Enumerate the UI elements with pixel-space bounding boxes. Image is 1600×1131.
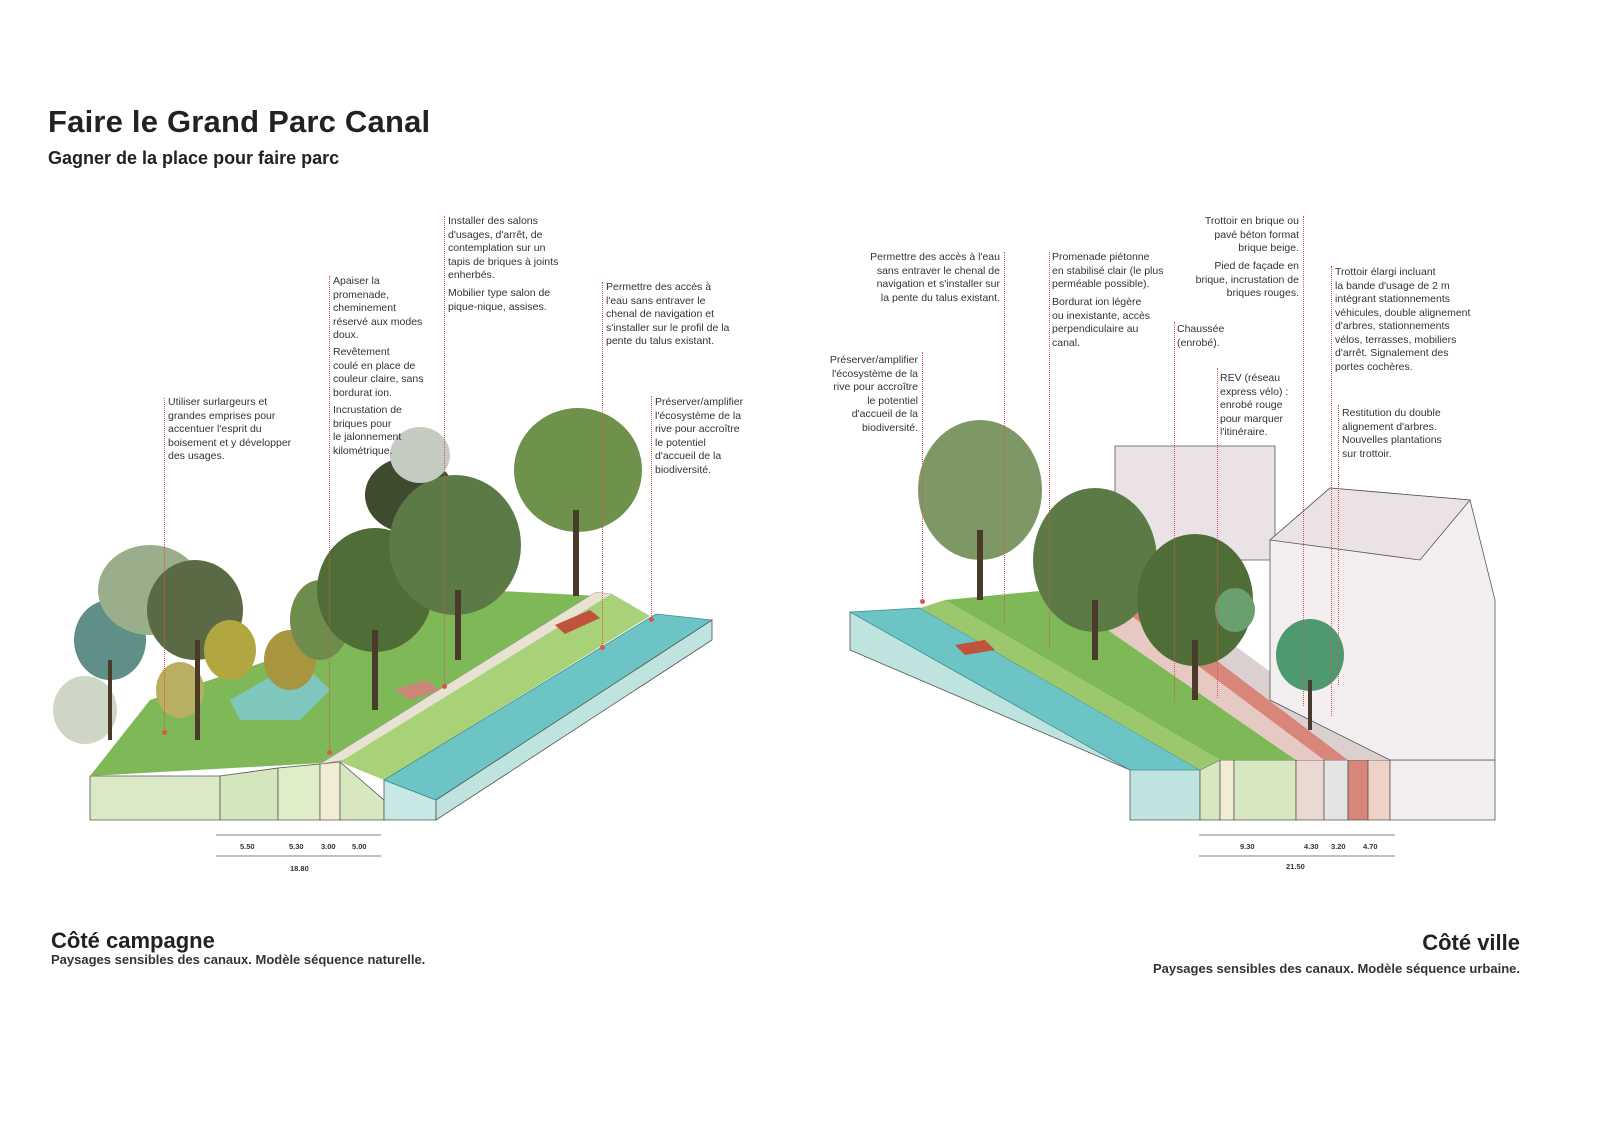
leader-dot (920, 599, 925, 604)
leader-line (922, 352, 923, 602)
note-ville-pied-facade: Pied de façade en brique, incrustation d… (1195, 260, 1299, 299)
leader-line (1331, 266, 1332, 716)
dim-label: 3.00 (321, 842, 336, 851)
note-ville-promenade: Promenade piétonne en stabilisé clair (l… (1052, 251, 1164, 290)
campagne-brick-deck-2 (395, 680, 440, 700)
leader-dot (600, 645, 605, 650)
note-preserver: Préserver/amplifier l'écosystème de la r… (655, 396, 744, 476)
campagne-side-water (435, 619, 713, 821)
campagne-trees (53, 408, 642, 744)
ville-front-bank (1199, 759, 1221, 821)
leader-line (1303, 216, 1304, 706)
note-ville-rev: REV (réseau express vélo) : enrobé rouge… (1220, 372, 1289, 438)
ville-front-sidewalk (1347, 759, 1369, 821)
campagne-front-promenade (319, 761, 341, 821)
note-ville-chaussee: Chaussée (enrobé). (1177, 323, 1225, 349)
leader-line (1338, 405, 1339, 685)
ville-trees (918, 420, 1344, 730)
ville-front-path (1219, 759, 1235, 821)
note-ville-acces: Permettre des accès à l'eau sans entrave… (870, 251, 1000, 304)
note-acces: Permettre des accès à l'eau sans entrave… (606, 281, 730, 347)
leader-line (164, 398, 165, 733)
dim-label: 3.20 (1331, 842, 1346, 851)
campagne-front-path (277, 763, 321, 821)
note-ville-preserver: Préserver/amplifier l'écosystème de la r… (829, 354, 918, 434)
note-mobilier: Mobilier type salon de pique-nique, assi… (448, 287, 551, 313)
ville-building-roof (1269, 487, 1471, 561)
campagne-title: Côté campagne (51, 928, 215, 953)
note-ville-restitution: Restitution du double alignement d'arbre… (1342, 407, 1442, 460)
campagne-front-woods (89, 775, 221, 821)
dim-label: 5.30 (289, 842, 304, 851)
leader-line (1217, 368, 1218, 698)
ville-top-bank (920, 600, 1220, 770)
leader-dot (442, 684, 447, 689)
dimension-lines (216, 834, 1395, 857)
dim-label: 5.50 (240, 842, 255, 851)
campagne-brick-deck (555, 610, 600, 634)
leader-line (329, 276, 330, 752)
leader-line (444, 216, 445, 686)
note-apaiser: Apaiser la promenade, cheminement réserv… (333, 275, 423, 341)
dim-total: 18.80 (290, 864, 309, 873)
leader-line (602, 282, 603, 648)
page-subtitle: Gagner de la place pour faire parc (48, 148, 340, 168)
campagne-front-grass (219, 767, 279, 821)
note-surlargeurs: Utiliser surlargeurs et grandes emprises… (168, 396, 292, 462)
ville-subtitle: Paysages sensibles des canaux. Modèle sé… (1152, 961, 1520, 976)
leader-line (1004, 252, 1005, 622)
ville-title: Côté ville (1422, 930, 1520, 955)
dim-total: 21.50 (1286, 862, 1305, 871)
ville-front-road (1295, 759, 1325, 821)
leader-dot (649, 617, 654, 622)
dim-label: 4.30 (1304, 842, 1319, 851)
ville-top-grass (945, 590, 1296, 760)
ville-front-grass (1233, 759, 1297, 821)
leader-dot (327, 750, 332, 755)
note-salons: Installer des salons d'usages, d'arrêt, … (448, 215, 559, 281)
ville-front-brick (1367, 759, 1391, 821)
ville-front-rev (1323, 759, 1349, 821)
dim-label: 5.00 (352, 842, 367, 851)
note-revetement: Revêtement coulé en place de couleur cla… (333, 346, 424, 399)
leader-dot (162, 730, 167, 735)
leader-line (651, 396, 652, 620)
campagne-section-illustration (53, 408, 714, 821)
leader-line (1174, 322, 1175, 702)
ville-front-building (1389, 759, 1496, 821)
note-ville-trottoir-elargi: Trottoir élargi incluant la bande d'usag… (1335, 266, 1471, 373)
campagne-top-bank (340, 594, 650, 780)
ville-top-road (1050, 590, 1324, 760)
dim-label: 4.70 (1363, 842, 1378, 851)
ville-brick-deck (955, 640, 995, 655)
ville-section-illustration (848, 420, 1496, 821)
page-title: Faire le Grand Parc Canal (48, 104, 431, 139)
campagne-top-woods (90, 590, 600, 776)
campagne-subtitle: Paysages sensibles des canaux. Modèle sé… (51, 952, 426, 967)
note-ville-bordurat ion: Bordurat ion légère ou inexistante, accè… (1052, 296, 1151, 349)
leader-line (1049, 252, 1050, 647)
note-ville-trottoir-brique: Trottoir en brique ou pavé béton format … (1204, 215, 1299, 254)
note-incrustation: Incrustation de briques pour le jalonnem… (333, 404, 402, 457)
dim-label: 9.30 (1240, 842, 1255, 851)
